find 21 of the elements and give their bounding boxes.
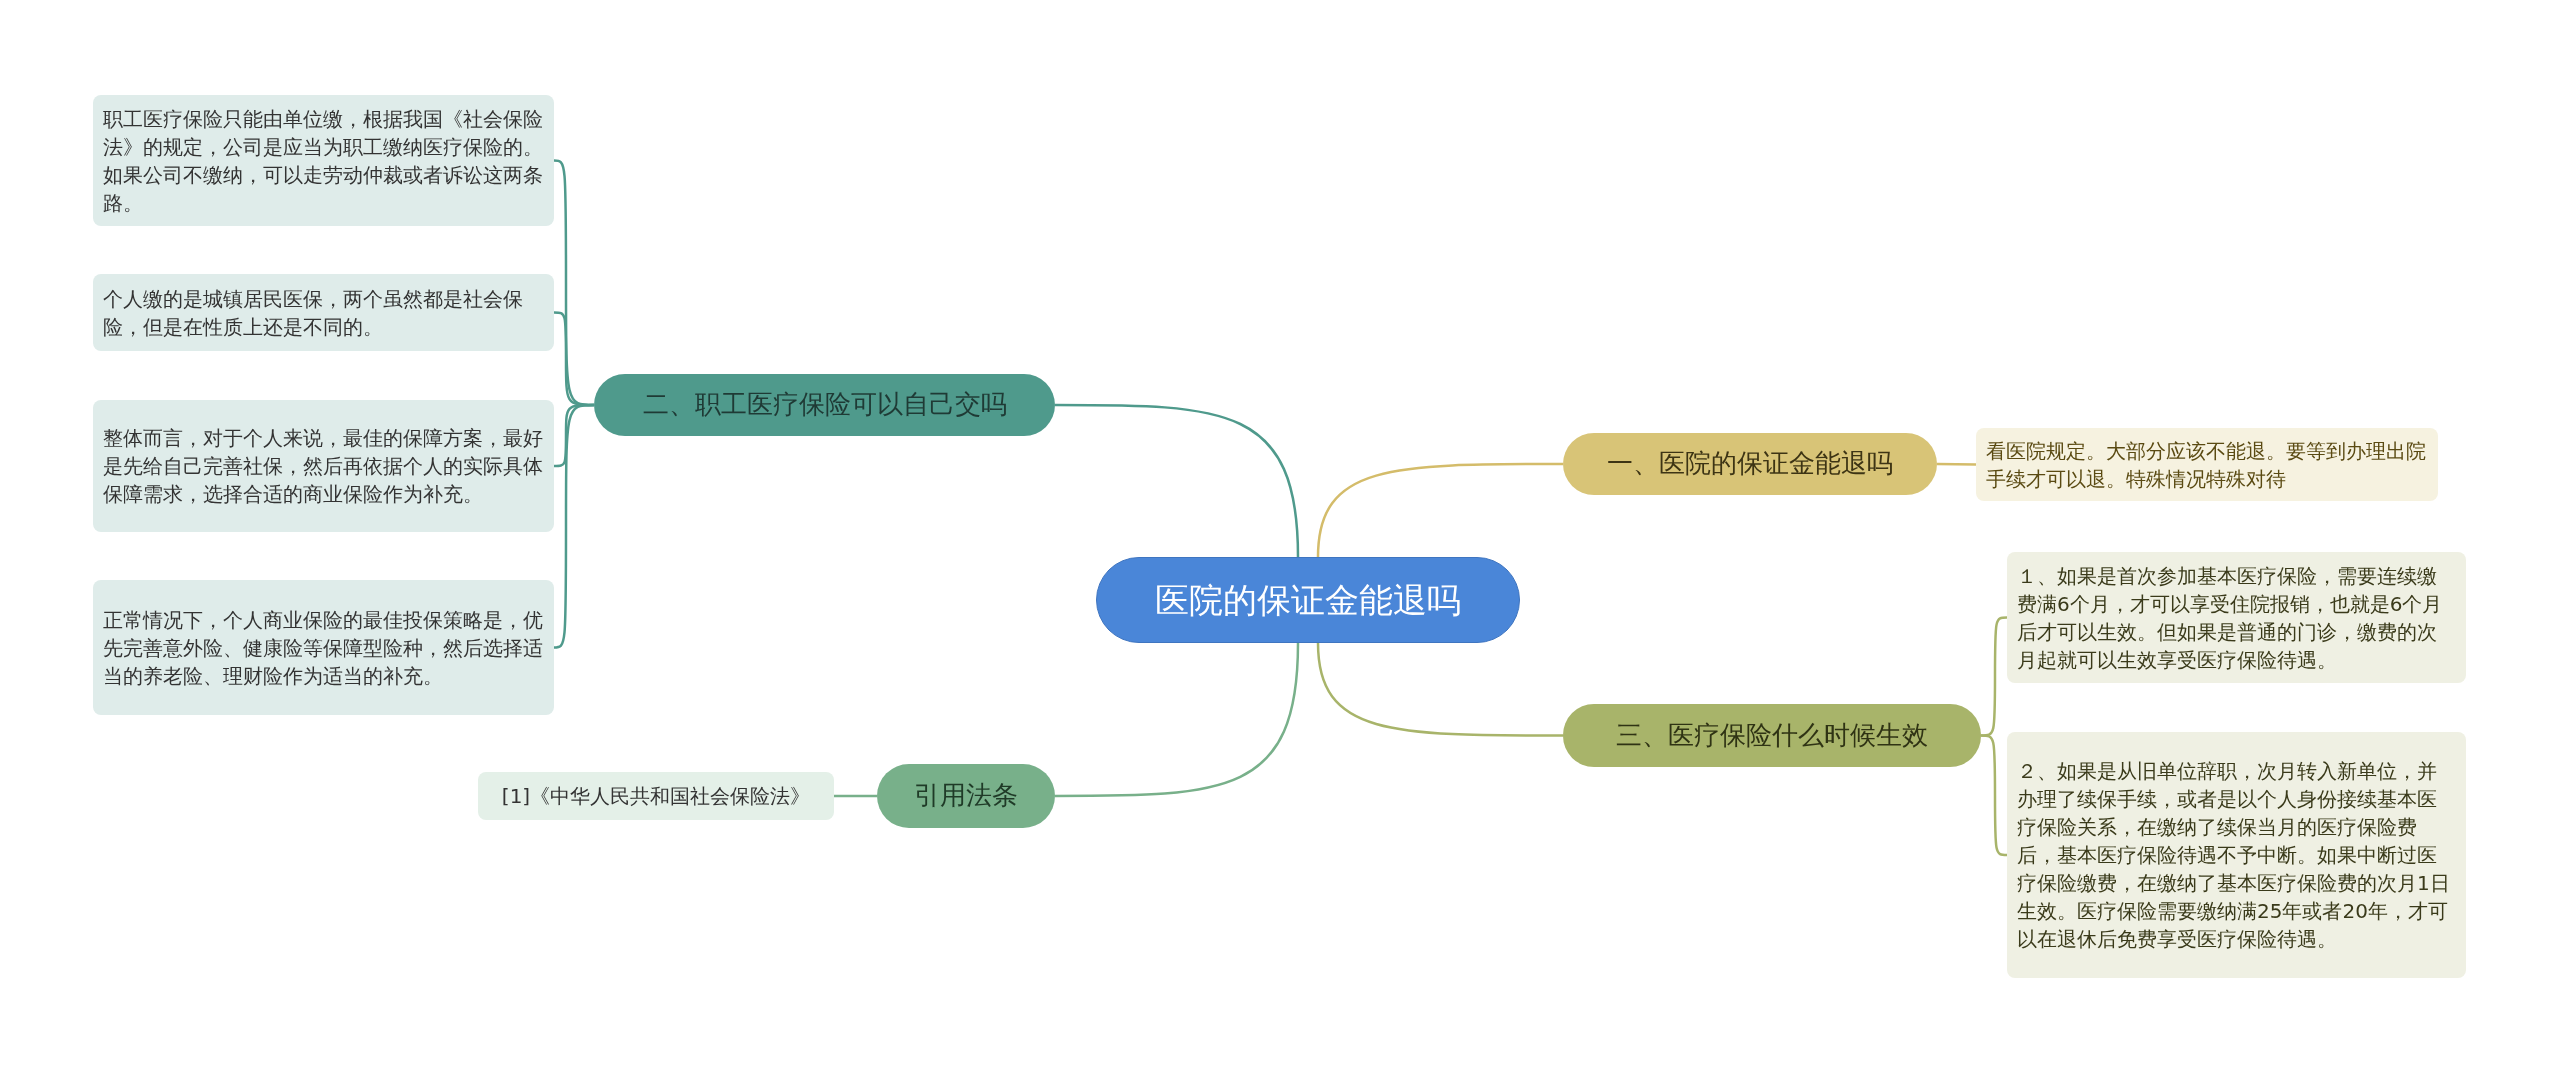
connector-line <box>1316 462 1563 558</box>
branch-topic: 一、医院的保证金能退吗 <box>1563 433 1937 495</box>
note-box: １、如果是首次参加基本医疗保险，需要连续缴费满6个月，才可以享受住院报销，也就是6个月后才可以生效。但如果是普通的门诊，缴费的次月起就可以生效享受医疗保险待遇。 <box>2007 552 2466 683</box>
note-box: 正常情况下，个人商业保险的最佳投保策略是，优先完善意外险、健康险等保障型险种，然后选择适当的养老险、理财险作为适当的补充。 <box>93 580 554 715</box>
connector-line <box>1981 734 2008 857</box>
note-box: 整体而言，对于个人来说，最佳的保障方案，最好是先给自己完善社保，然后再依据个人的实际具体保障需求，选择合适的商业保险作为补充。 <box>93 400 554 532</box>
branch-topic: 二、职工医疗保险可以自己交吗 <box>594 374 1055 436</box>
connector-line <box>834 794 877 798</box>
branch-topic: 引用法条 <box>877 764 1055 828</box>
note-box: 看医院规定。大部分应该不能退。要等到办理出院手续才可以退。特殊情况特殊对待 <box>1976 428 2438 501</box>
connector-line <box>1055 642 1300 798</box>
connector-line <box>1316 642 1563 737</box>
note-box: 职工医疗保险只能由单位缴，根据我国《社会保险法》的规定，公司是应当为职工缴纳医疗保险的。如果公司不缴纳，可以走劳动仲裁或者诉讼这两条路。 <box>93 95 554 226</box>
note-box: [1]《中华人民共和国社会保险法》 <box>478 772 834 820</box>
branch-topic: 三、医疗保险什么时候生效 <box>1563 704 1981 767</box>
connector-line <box>1937 462 1976 466</box>
connector-line <box>1055 403 1300 558</box>
central-topic: 医院的保证金能退吗 <box>1096 557 1520 643</box>
note-box: ２、如果是从旧单位辞职，次月转入新单位，并办理了续保手续，或者是以个人身份接续基本医疗保险关系，在缴纳了续保当月的医疗保险费后，基本医疗保险待遇不予中断。如果中断过医疗保险缴费，在缴纳了基本医疗保险费的次月1日生效。医疗保险需要缴纳满25年或者20年，才可以在退休后免费享受医疗保险待遇。 <box>2007 732 2466 978</box>
note-box: 个人缴的是城镇居民医保，两个虽然都是社会保险，但是在性质上还是不同的。 <box>93 274 554 351</box>
connector-line <box>553 403 594 649</box>
